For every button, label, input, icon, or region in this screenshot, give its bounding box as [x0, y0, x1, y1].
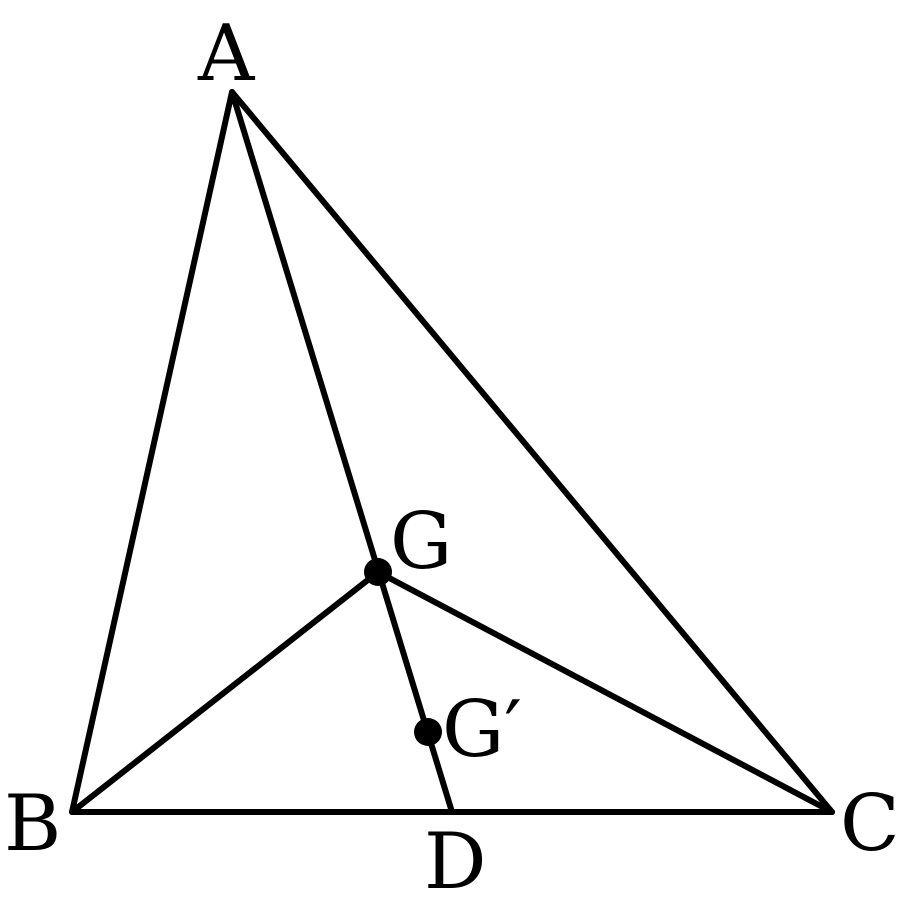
- label-A: A: [197, 9, 256, 99]
- label-B: B: [4, 779, 61, 869]
- label-G: G: [390, 497, 452, 587]
- label-C: C: [840, 779, 900, 869]
- segment-GB: [69, 569, 381, 815]
- label-G-prime: G′: [442, 685, 522, 775]
- segment-GC: [375, 569, 835, 815]
- point-G: [364, 558, 392, 586]
- point-G-prime: [414, 718, 442, 746]
- segment-AC: [229, 89, 835, 815]
- segment-AD: [229, 89, 455, 815]
- label-D: D: [424, 817, 487, 907]
- segment-AB: [69, 89, 235, 815]
